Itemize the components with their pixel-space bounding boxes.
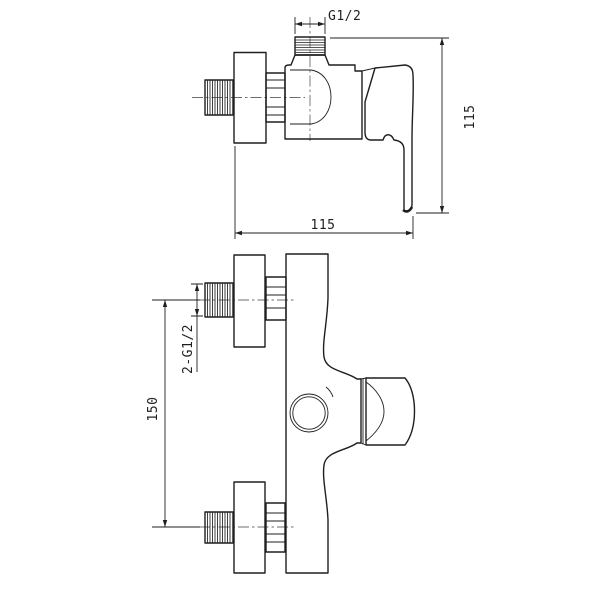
- dim-inlet-spacing: 150: [146, 299, 200, 528]
- bottom-nut-facets: [266, 512, 285, 543]
- front-view-centerlines: [199, 299, 296, 528]
- dim-label-depth: 115: [311, 218, 336, 233]
- extension-lines: [152, 299, 200, 528]
- side-view: G1/2 115 115: [192, 9, 478, 239]
- top-wall-plate: [233, 254, 266, 348]
- extension-lines: [234, 146, 414, 239]
- dim-inlet-thread: 2-G1/2: [181, 283, 203, 374]
- cartridge-cap-inner: [292, 396, 326, 430]
- arrowhead-bottom: [162, 520, 168, 527]
- dim-label-height: 115: [463, 105, 478, 130]
- connector-nut-facets: [266, 79, 285, 116]
- handle-ring: [360, 377, 367, 446]
- wall-plate: [233, 51, 267, 144]
- front-view: 150 2-G1/2: [146, 253, 416, 574]
- arrowhead-top: [162, 300, 168, 307]
- arrowhead-bottom: [439, 206, 445, 213]
- lever-handle: [364, 64, 414, 212]
- cartridge-cap-outer: [289, 393, 329, 433]
- top-inlet-threads: [207, 283, 231, 317]
- arrowhead-top: [194, 284, 200, 291]
- arrowhead-top: [439, 38, 445, 45]
- arrowhead-left: [235, 230, 242, 236]
- extension-lines: [330, 37, 449, 214]
- bottom-inlet-pipe: [204, 511, 234, 544]
- dim-overall-height: 115: [330, 37, 478, 214]
- boss-shading: [325, 386, 334, 398]
- extension-lines: [294, 17, 326, 34]
- dim-label-top-thread: G1/2: [328, 9, 361, 24]
- inlet-pipe: [204, 79, 234, 116]
- top-outlet-threads: [295, 39, 325, 53]
- valve-body: [284, 54, 363, 140]
- dim-label-inlet-thread: 2-G1/2: [181, 324, 196, 374]
- drawing-lines: G1/2 115 115: [146, 9, 478, 574]
- inlet-pipe-threads: [207, 80, 231, 115]
- side-view-centerlines: [192, 17, 311, 141]
- arrowhead-bottom: [194, 309, 200, 316]
- body-front: [285, 253, 362, 574]
- arrowhead-right: [406, 230, 413, 236]
- handle-cap-edge: [361, 67, 376, 72]
- handle-knob: [365, 377, 416, 446]
- arrowhead-left: [295, 21, 302, 27]
- handle-dome-edge: [365, 381, 385, 442]
- bottom-connector-nut: [265, 502, 286, 553]
- top-inlet-pipe: [204, 282, 234, 318]
- dim-top-thread: G1/2: [294, 9, 361, 34]
- top-nut-facets: [266, 286, 286, 309]
- dim-overall-depth: 115: [234, 146, 414, 239]
- cartridge-cover-edge: [290, 69, 332, 125]
- bottom-wall-plate: [233, 481, 266, 574]
- lever-tip-accent: [402, 206, 414, 213]
- dim-label-inlet-spacing: 150: [146, 397, 161, 422]
- bottom-inlet-threads: [207, 512, 231, 543]
- arrowhead-right: [318, 21, 325, 27]
- top-connector-nut: [265, 276, 287, 321]
